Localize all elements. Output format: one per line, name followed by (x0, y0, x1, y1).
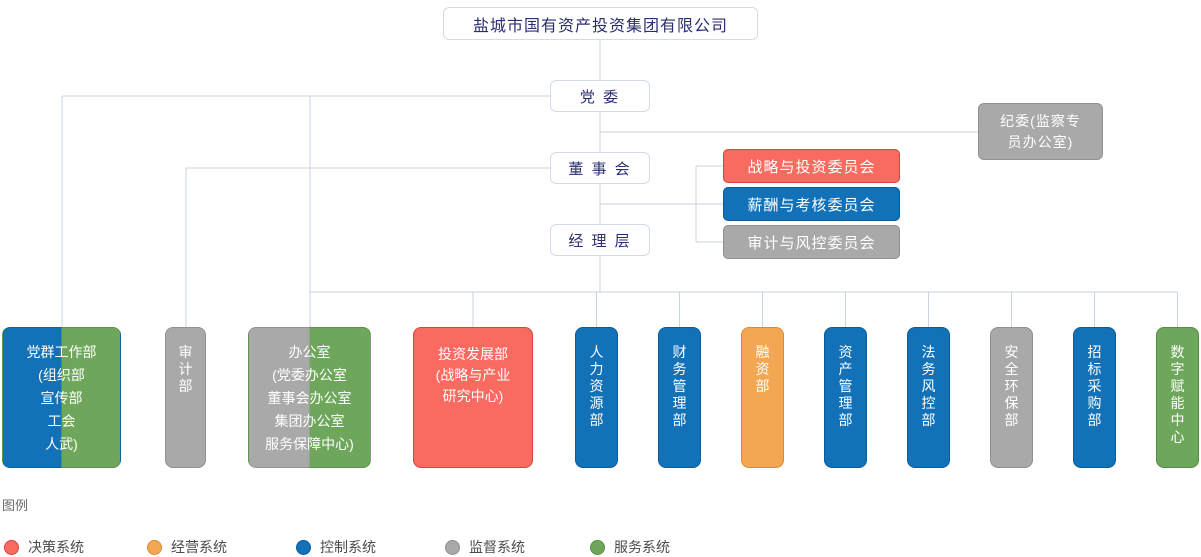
board-label: 董 事 会 (568, 160, 632, 178)
dept-financing: 融资部 (741, 327, 784, 468)
dept-digital-empowerment: 数字赋能中心 (1156, 327, 1199, 468)
dept-label: 人力资源部 (589, 344, 604, 428)
dept-label: 融资部 (755, 344, 770, 394)
legend-label: 控制系统 (320, 539, 376, 555)
party-committee-box: 党 委 (550, 80, 650, 112)
management-box: 经 理 层 (550, 224, 650, 256)
dept-line: (党委办公室 (272, 367, 347, 383)
decision-system-dot-icon (4, 539, 19, 555)
dept-line: 董事会办公室 (267, 390, 352, 406)
dept-label: 招标采购部 (1087, 344, 1102, 428)
dept-human-resources: 人力资源部 (575, 327, 618, 468)
dept-label: 审计部 (178, 344, 193, 394)
dept-label: 法务风控部 (921, 344, 936, 428)
party-committee-label: 党 委 (579, 88, 621, 106)
dept-investment-development: 投资发展部 (战略与产业 研究中心) (413, 327, 533, 468)
dept-finance-management: 财务管理部 (658, 327, 701, 468)
dept-label: 数字赋能中心 (1170, 344, 1185, 445)
dept-line: 研究中心) (442, 388, 504, 404)
dept-line: 集团办公室 (274, 413, 345, 429)
committee-label: 战略与投资委员会 (747, 158, 876, 176)
dept-line: 工会 (47, 413, 76, 429)
dept-line: 服务保障中心) (265, 436, 354, 452)
committee-audit-risk: 审计与风控委员会 (723, 225, 900, 259)
committee-label: 审计与风控委员会 (747, 234, 876, 252)
operation-system-dot-icon (147, 539, 162, 555)
supervision-system-dot-icon (445, 539, 460, 555)
dept-legal-risk-control: 法务风控部 (907, 327, 950, 468)
legend-label: 服务系统 (614, 539, 670, 555)
company-name-box: 盐城市国有资产投资集团有限公司 (443, 7, 758, 40)
dept-audit: 审计部 (165, 327, 206, 468)
dept-general-office: 办公室 (党委办公室 董事会办公室 集团办公室 服务保障中心) (248, 327, 371, 468)
legend-item-operation: 经营系统 (147, 538, 227, 556)
control-system-dot-icon (296, 539, 311, 555)
discipline-line-1: 纪委(监察专 (1000, 113, 1081, 129)
dept-line: 投资发展部 (438, 346, 508, 362)
service-system-dot-icon (590, 539, 605, 555)
dept-line: 党群工作部 (26, 344, 97, 360)
legend-title: 图例 (2, 498, 29, 513)
legend-item-supervision: 监督系统 (445, 538, 525, 556)
dept-line: 宣传部 (40, 390, 83, 406)
legend-label: 决策系统 (28, 539, 84, 555)
committee-strategy-investment: 战略与投资委员会 (723, 149, 900, 183)
dept-party-mass-work: 党群工作部 (组织部 宣传部 工会 人武) (2, 327, 121, 468)
discipline-line-2: 员办公室) (1007, 134, 1074, 150)
management-label: 经 理 层 (568, 232, 632, 250)
committee-label: 薪酬与考核委员会 (747, 196, 876, 214)
company-name: 盐城市国有资产投资集团有限公司 (472, 17, 728, 35)
dept-label: 安全环保部 (1004, 344, 1019, 428)
dept-asset-management: 资产管理部 (824, 327, 867, 468)
legend-item-service: 服务系统 (590, 538, 670, 556)
legend-label: 经营系统 (171, 539, 227, 555)
dept-line: (组织部 (38, 367, 85, 383)
legend-label: 监督系统 (469, 539, 525, 555)
committee-compensation-assessment: 薪酬与考核委员会 (723, 187, 900, 221)
dept-line: 人武) (45, 436, 78, 452)
dept-line: (战略与产业 (435, 367, 511, 383)
legend-item-control: 控制系统 (296, 538, 376, 556)
dept-line: 办公室 (288, 344, 331, 360)
discipline-committee-box: 纪委(监察专 员办公室) (978, 103, 1103, 160)
dept-bidding-procurement: 招标采购部 (1073, 327, 1116, 468)
dept-safety-environment: 安全环保部 (990, 327, 1033, 468)
dept-label: 财务管理部 (672, 344, 687, 428)
legend-item-decision: 决策系统 (4, 538, 84, 556)
board-box: 董 事 会 (550, 152, 650, 184)
dept-label: 资产管理部 (838, 344, 853, 428)
